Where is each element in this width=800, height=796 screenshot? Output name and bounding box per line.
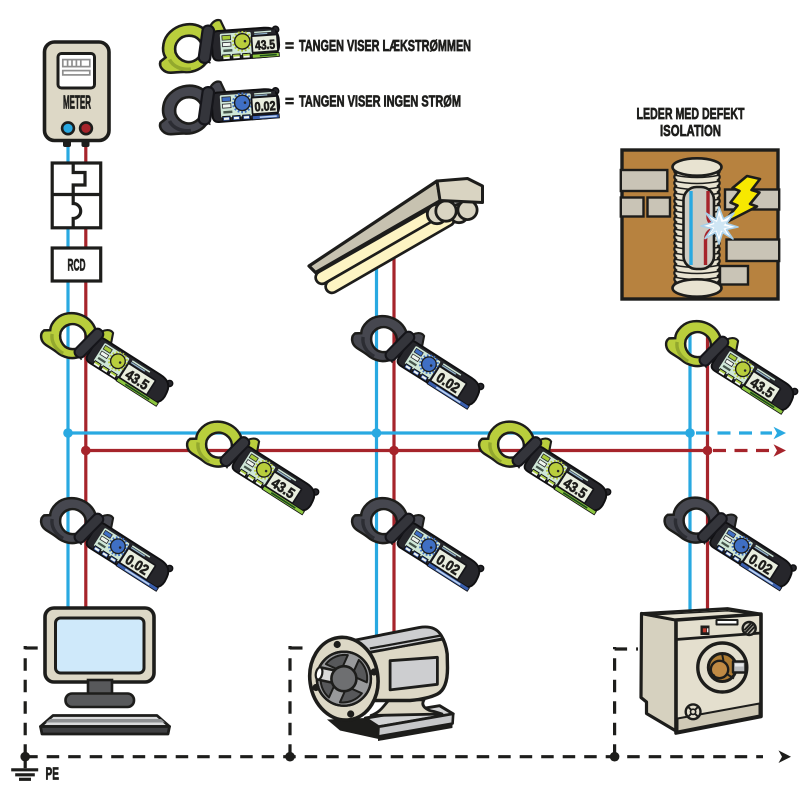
svg-text:LEDER MED DEFEKT: LEDER MED DEFEKT <box>637 106 745 123</box>
svg-text:ISOLATION: ISOLATION <box>660 123 721 140</box>
svg-text:PE: PE <box>46 764 60 784</box>
svg-text:METER: METER <box>63 93 91 113</box>
svg-text:=: = <box>285 94 294 111</box>
svg-text:TANGEN VISER INGEN STRØM: TANGEN VISER INGEN STRØM <box>299 94 461 111</box>
svg-text:=: = <box>285 38 294 55</box>
svg-text:TANGEN VISER LÆKSTRØMMEN: TANGEN VISER LÆKSTRØMMEN <box>299 38 471 55</box>
svg-text:RCD: RCD <box>68 257 86 275</box>
